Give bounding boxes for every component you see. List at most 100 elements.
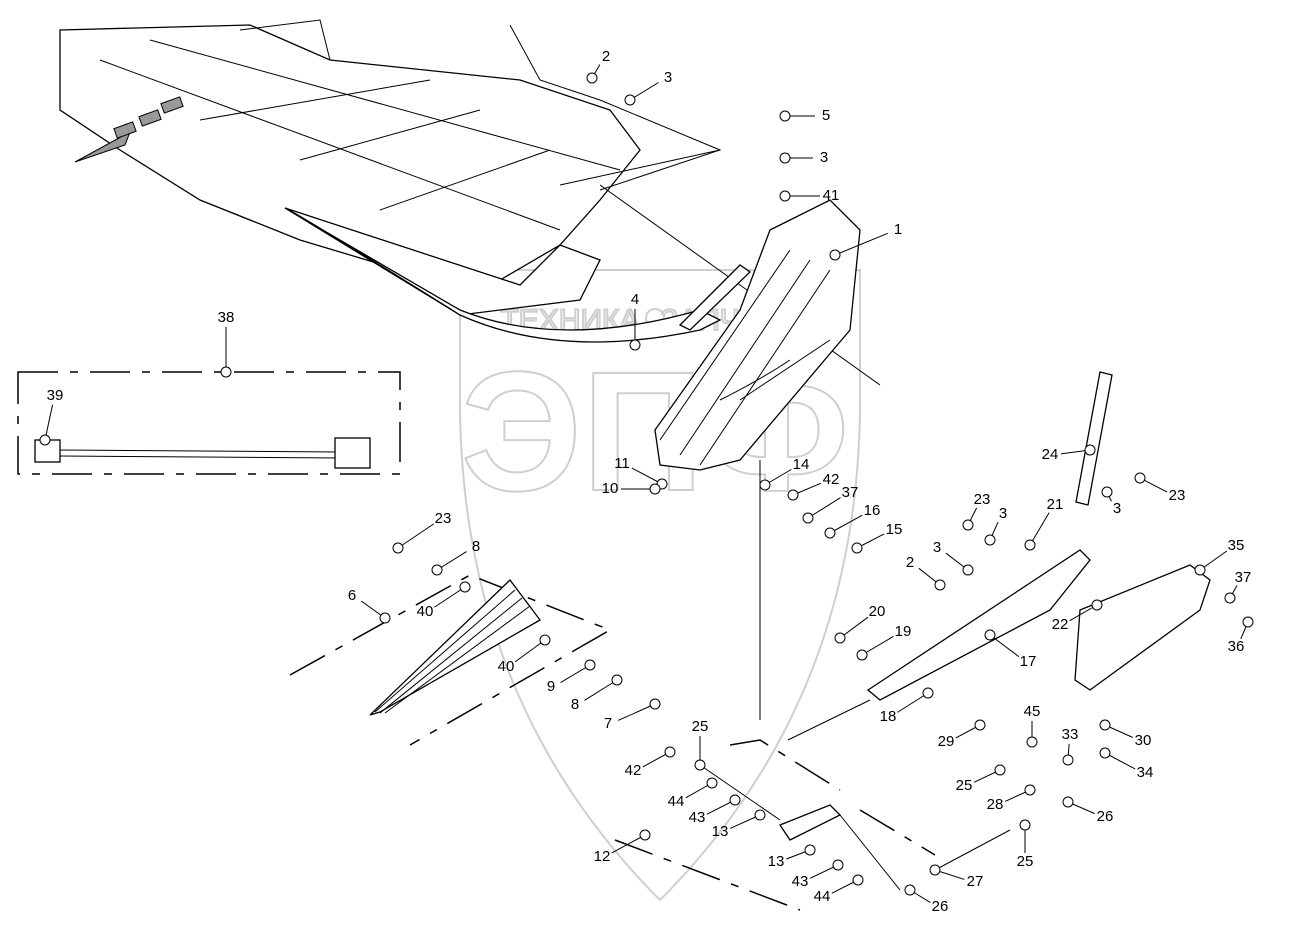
callout-number: 10 [602,480,619,497]
fastener-part [611,674,623,686]
fastener-part [1134,472,1146,484]
leader-line [560,664,591,684]
fastener-part [804,844,816,856]
fastener-part [1019,819,1031,831]
callout-number: 34 [1137,764,1154,781]
fastener-part [802,512,814,524]
leader-line [629,82,659,101]
callout-number: 3 [933,539,941,556]
leader-line [631,467,663,485]
callout-number: 20 [869,603,886,620]
leader-line [834,232,888,256]
part-6-divider-point [289,574,612,746]
fastener-part [624,94,636,106]
leader-line [829,514,863,534]
callout-number: 13 [712,823,729,840]
callout-number: 9 [547,678,555,695]
callout-number: 15 [886,521,903,538]
fastener-part [829,249,841,261]
fastener-part [1024,539,1036,551]
fastener-part [974,719,986,731]
fastener-part [539,634,551,646]
fastener-part [1062,754,1074,766]
fastener-part [962,564,974,576]
leader-line [434,586,466,608]
fastener-part [1026,736,1038,748]
callout-number: 40 [498,658,515,675]
fastener-part [664,746,676,758]
callout-number: 23 [1169,487,1186,504]
fastener-part [459,581,471,593]
fastener-part [994,764,1006,776]
fastener-part [649,698,661,710]
callout-number: 24 [1042,446,1059,463]
fastener-part [984,534,996,546]
part-17-support-arm [866,549,1091,701]
fastener-part [379,612,391,624]
callout-number: 44 [668,793,685,810]
leader-line [514,639,546,663]
fastener-part [852,874,864,886]
callout-number: 25 [692,718,709,735]
callout-number: 26 [1097,808,1114,825]
callout-number: 36 [1228,638,1245,655]
callout-number: 42 [625,762,642,779]
callout-number: 43 [792,873,809,890]
fastener-part [694,759,706,771]
callout-number: 30 [1135,732,1152,749]
callout-number: 33 [1062,726,1079,743]
fastener-part [824,527,836,539]
fastener-part [729,794,741,806]
callout-number: 16 [864,502,881,519]
callout-number: 39 [47,387,64,404]
part-24-strap [1075,371,1113,506]
leader-line [807,497,841,519]
leader-line [584,679,618,701]
fastener-part [929,864,941,876]
callout-number: 13 [768,853,785,870]
fastener-part [586,72,598,84]
fastener-part [779,152,791,164]
callout-number: 12 [594,848,611,865]
callout-number: 25 [956,777,973,794]
fastener-part [1084,444,1096,456]
fastener-part [962,519,974,531]
fastener-part [706,777,718,789]
fastener-part [832,859,844,871]
fastener-part [984,629,996,641]
leader-line [1104,752,1136,770]
fastener-part [1091,599,1103,611]
callout-number: 3 [999,505,1007,522]
callout-number: 35 [1228,537,1245,554]
callout-number: 19 [895,623,912,640]
callout-number: 4 [631,291,639,308]
fastener-part [649,483,661,495]
part-12-linkage-assembly [614,460,1011,911]
callout-number: 22 [1052,616,1069,633]
leader-line [861,635,894,656]
fastener-part [1242,616,1254,628]
fastener-part [39,434,51,446]
callout-number: 5 [822,107,830,124]
fastener-part [856,649,868,661]
fastener-part [1062,796,1074,808]
fastener-part [904,884,916,896]
callout-number: 45 [1024,703,1041,720]
leader-line [44,404,54,441]
callout-number: 18 [880,708,897,725]
leader-line [611,834,646,854]
fastener-part [754,809,766,821]
callout-number: 26 [932,898,949,915]
callout-number: 42 [823,471,840,488]
fastener-part [1024,784,1036,796]
callout-number: 41 [823,187,840,204]
fastener-part [759,479,771,491]
callout-number: 2 [906,554,914,571]
part-35-shield [1074,564,1211,691]
leader-line [617,703,656,721]
fastener-part [1099,719,1111,731]
leader-line [839,616,869,639]
callout-number: 44 [814,888,831,905]
